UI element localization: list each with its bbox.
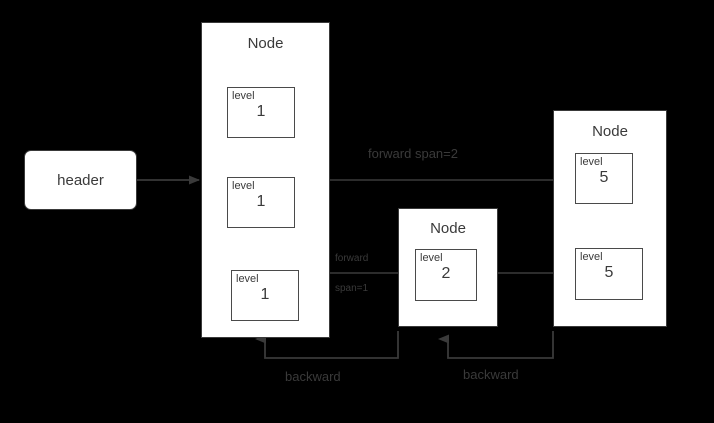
level-box-middle-0[interactable]: level 2 [415, 249, 477, 301]
level-caption: level [420, 252, 443, 264]
node-right-title: Node [592, 123, 628, 140]
node-left[interactable]: Node level 1 level 1 level 1 [201, 22, 330, 338]
label-forward-span-2: forward span=2 [368, 146, 458, 161]
label-forward-span-1-line1: forward [335, 253, 369, 264]
label-forward-span-1-line2: span=1 [335, 283, 369, 294]
level-caption: level [580, 156, 603, 168]
label-backward-2: backward [463, 367, 519, 382]
edge-backward-1 [255, 331, 399, 359]
level-caption: level [580, 251, 603, 263]
node-left-title: Node [247, 35, 284, 52]
level-value: 1 [256, 103, 266, 120]
level-caption: level [236, 273, 259, 285]
level-caption: level [232, 90, 255, 102]
level-value: 1 [260, 286, 270, 303]
header-label: header [57, 171, 104, 189]
level-caption: level [232, 180, 255, 192]
level-box-left-2[interactable]: level 1 [231, 270, 299, 321]
level-value: 5 [599, 169, 609, 186]
level-value: 5 [604, 264, 614, 281]
level-box-right-0[interactable]: level 5 [575, 153, 633, 204]
level-value: 2 [441, 265, 451, 282]
node-middle-title: Node [430, 220, 466, 237]
edge-backward-2 [438, 331, 554, 359]
level-box-left-0[interactable]: level 1 [227, 87, 295, 138]
label-backward-1: backward [285, 369, 341, 384]
header-box[interactable]: header [24, 150, 137, 210]
node-middle[interactable]: Node level 2 [398, 208, 498, 327]
node-right[interactable]: Node level 5 level 5 [553, 110, 667, 327]
level-box-right-1[interactable]: level 5 [575, 248, 643, 300]
level-box-left-1[interactable]: level 1 [227, 177, 295, 228]
level-value: 1 [256, 193, 266, 210]
